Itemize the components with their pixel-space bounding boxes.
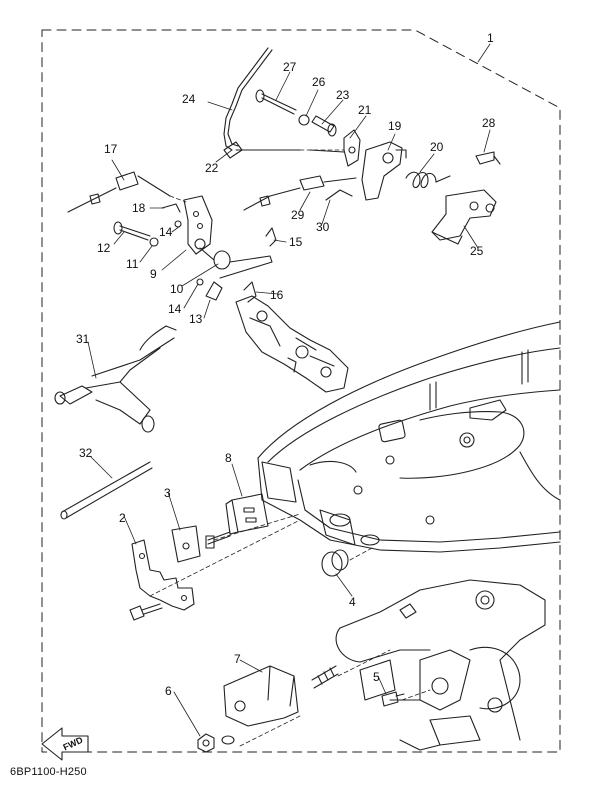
part-18-clip bbox=[161, 203, 181, 213]
part-20-spring bbox=[405, 171, 451, 189]
part-29-cable-end bbox=[243, 175, 357, 211]
diagram-code: 6BP1100-H250 bbox=[10, 766, 87, 778]
callout-21: 21 bbox=[358, 103, 372, 117]
callout-18: 18 bbox=[132, 201, 146, 215]
callout-25: 25 bbox=[470, 244, 484, 258]
part-11-washer bbox=[149, 237, 159, 247]
callout-32: 32 bbox=[79, 446, 93, 460]
callout-17: 17 bbox=[104, 142, 118, 156]
part-16-clip bbox=[243, 281, 257, 303]
part-5-bolt bbox=[381, 691, 405, 707]
part-30-clip bbox=[325, 189, 353, 201]
callout-19: 19 bbox=[388, 119, 402, 133]
callout-7: 7 bbox=[234, 652, 241, 666]
part-21-bracket bbox=[309, 129, 361, 167]
callout-15: 15 bbox=[289, 235, 303, 249]
part-6-nut bbox=[197, 733, 235, 753]
callout-4: 4 bbox=[349, 595, 356, 609]
fwd-arrow bbox=[41, 727, 89, 761]
part-19-shift-lever bbox=[361, 141, 407, 201]
part-10-link-rod bbox=[199, 247, 273, 279]
callout-22: 22 bbox=[205, 161, 219, 175]
callout-14-upper: 14 bbox=[159, 225, 173, 239]
part-32-rod bbox=[60, 461, 153, 520]
callout-13: 13 bbox=[189, 312, 203, 326]
callout-16: 16 bbox=[270, 288, 284, 302]
callout-31: 31 bbox=[76, 332, 90, 346]
part-12-bolt bbox=[113, 221, 151, 241]
part-25-detent-lever bbox=[431, 189, 497, 245]
part-14-lower bbox=[196, 278, 204, 286]
part-26-washer bbox=[298, 114, 310, 126]
callout-26: 26 bbox=[312, 75, 326, 89]
callout-10: 10 bbox=[170, 282, 184, 296]
part-22-clip bbox=[223, 141, 301, 159]
swivel-bracket bbox=[335, 579, 546, 751]
threaded-stud bbox=[311, 665, 339, 689]
callout-8: 8 bbox=[225, 451, 232, 465]
part-31-choke-knob bbox=[54, 325, 177, 433]
part-3-bracket bbox=[171, 525, 231, 563]
callout-12: 12 bbox=[97, 241, 111, 255]
callout-5: 5 bbox=[373, 670, 380, 684]
callout-14-lower: 14 bbox=[168, 302, 182, 316]
callout-1: 1 bbox=[487, 31, 494, 45]
part-23-collar bbox=[311, 115, 337, 137]
callout-30: 30 bbox=[316, 220, 330, 234]
callout-11: 11 bbox=[126, 257, 139, 271]
part-2-bolt bbox=[129, 603, 163, 621]
part-2-bracket bbox=[131, 539, 195, 611]
part-28-bolt bbox=[475, 151, 501, 165]
bottom-cowling bbox=[257, 321, 561, 553]
callout-20: 20 bbox=[430, 140, 444, 154]
part-17-cable-end bbox=[67, 171, 171, 213]
callout-23: 23 bbox=[336, 88, 350, 102]
callout-9: 9 bbox=[150, 267, 157, 281]
callout-2: 2 bbox=[119, 511, 126, 525]
part-7-cover-bracket bbox=[223, 665, 299, 727]
callout-24: 24 bbox=[182, 92, 196, 106]
part-15-clip bbox=[265, 227, 277, 247]
part-8-plate bbox=[225, 493, 269, 535]
callout-3: 3 bbox=[164, 486, 171, 500]
callout-6: 6 bbox=[165, 684, 172, 698]
callout-28: 28 bbox=[482, 116, 496, 130]
callout-27: 27 bbox=[283, 60, 297, 74]
part-9-lever bbox=[183, 195, 213, 255]
part-4-grommet bbox=[321, 549, 349, 577]
assembly-boundary bbox=[41, 29, 561, 753]
callout-29: 29 bbox=[291, 208, 305, 222]
part-27-bolt bbox=[255, 89, 297, 115]
callout-labels: 1 2 3 4 5 6 7 8 9 10 11 12 13 14 14 15 1… bbox=[76, 31, 496, 698]
part-13-link bbox=[205, 281, 223, 301]
part-24-shift-rod bbox=[223, 47, 273, 151]
shift-bracket-assembly bbox=[235, 295, 349, 393]
leader-lines bbox=[87, 43, 491, 747]
